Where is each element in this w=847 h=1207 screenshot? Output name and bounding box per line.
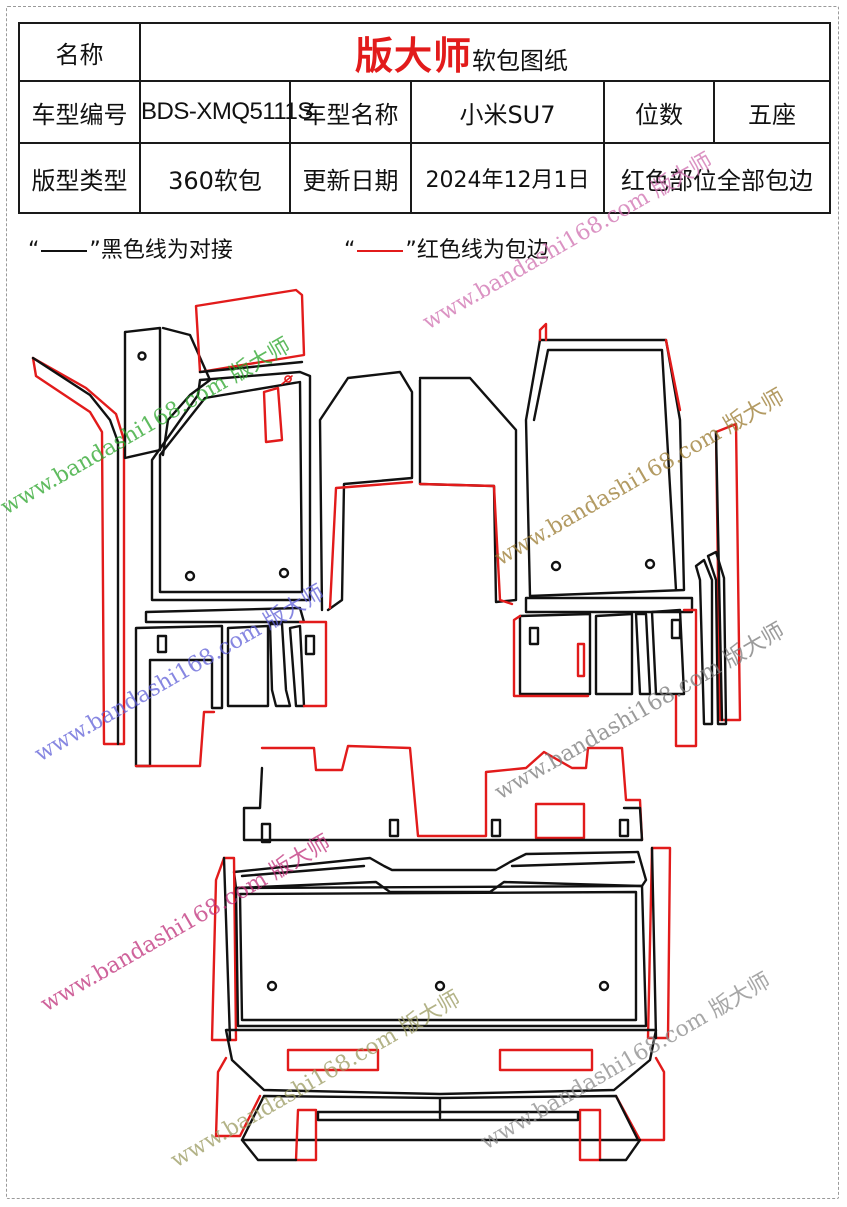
hole [184, 570, 196, 582]
type-label: 版型类型 [18, 142, 141, 214]
dashed-border [6, 6, 839, 1199]
legend-red: “ ”红色线为包边 [344, 232, 549, 264]
date-label: 更新日期 [289, 142, 412, 214]
passenger-lower-redmark [576, 642, 586, 678]
rear-left-strip-seam [222, 856, 232, 1042]
watermark-text: www.bandashi168.com 版大师 [477, 968, 776, 1155]
red-line-sample [357, 250, 404, 252]
hole [266, 980, 278, 992]
rear-left-strip [210, 856, 238, 1042]
rear-top-flap-right [534, 802, 586, 840]
hole [137, 351, 147, 361]
rear-lower-floor [224, 1028, 658, 1096]
legend-quote-close: ” [89, 238, 101, 263]
driver-lower-right [226, 624, 270, 708]
rear-lower-edge-left [214, 1056, 262, 1138]
driver-top-cowl [194, 288, 306, 374]
driver-heel-pad-mark [281, 375, 293, 385]
brand-title: 版大师 [355, 33, 473, 78]
legend-quote-open: “ [28, 238, 40, 263]
name-label: 名称 [18, 22, 141, 82]
model-name-label: 车型名称 [289, 80, 412, 144]
rear-right-strip-seam [650, 846, 658, 1040]
tunnel-left-hump [318, 370, 414, 612]
rear-lower-pad-right [498, 1048, 594, 1072]
driver-main-floor [150, 370, 312, 602]
rear-lower-pad-left [286, 1048, 380, 1072]
seats-value: 五座 [712, 80, 832, 144]
legend-red-text: 红色线为包边 [416, 238, 549, 263]
passenger-main-floor-edge [538, 322, 682, 412]
legend-black: “ ”黑色线为对接 [28, 232, 233, 264]
rear-main-floor-inner [238, 890, 638, 1022]
passenger-lower-right-edge [674, 608, 698, 748]
driver-lower-slot [156, 634, 168, 654]
passenger-side-strip [714, 422, 742, 722]
date-value: 2024年12月1日 [410, 142, 605, 214]
brand-subtitle: 软包图纸 [472, 46, 569, 75]
rear-slot [388, 818, 400, 838]
watermark-text: www.bandashi168.com 版大师 [0, 333, 295, 520]
hole [434, 980, 446, 992]
passenger-door-strips [694, 550, 728, 726]
model-code-label: 车型编号 [18, 80, 141, 144]
tunnel-right-hump-edge [418, 482, 514, 606]
driver-lower-slot [304, 634, 316, 656]
spec-row-model: 车型编号 BDS-XMQ5111S 车型名称 小米SU7 位数 五座 [18, 80, 832, 144]
hole [550, 560, 562, 572]
passenger-lower-mid [594, 608, 686, 696]
rear-main-floor [234, 884, 648, 1028]
title-cell: 版大师软包图纸 [138, 22, 832, 82]
driver-top-cowl-seam [198, 360, 304, 374]
model-name-value: 小米SU7 [410, 80, 605, 144]
passenger-lower-slot [670, 618, 682, 640]
passenger-lower-slot [528, 626, 540, 646]
driver-lower-rail [268, 622, 306, 708]
type-value: 360软包 [139, 142, 291, 214]
tunnel-left-hump-edge [328, 480, 414, 610]
black-line-sample [41, 250, 88, 252]
rear-transition-inner [240, 860, 636, 878]
legend-black-text: 黑色线为对接 [100, 238, 233, 263]
hole [598, 980, 610, 992]
spec-row-type: 版型类型 360软包 更新日期 2024年12月1日 红色部位全部包边 [18, 142, 832, 214]
rear-seat-back [242, 766, 644, 842]
rear-lower-step-edge [294, 1108, 602, 1162]
passenger-lower-left-edge [512, 614, 590, 698]
driver-side-strip [31, 356, 126, 746]
rear-slot [618, 818, 630, 838]
watermark-text: www.bandashi168.com 版大师 [491, 618, 790, 805]
spec-row-name: 名称 版大师软包图纸 [18, 22, 832, 82]
passenger-main-floor-inner [532, 348, 678, 592]
driver-lower-rail-right [298, 620, 328, 708]
watermark-text: www.bandashi168.com 版大师 [419, 148, 718, 335]
edge-note: 红色部位全部包边 [602, 142, 832, 214]
hole [644, 558, 656, 570]
watermark-text: www.bandashi168.com 版大师 [37, 830, 336, 1017]
rear-bottom-edge [240, 1138, 642, 1162]
driver-main-floor-inner [158, 380, 304, 594]
rear-bottom-strip [316, 1110, 580, 1122]
passenger-side-strip-seam [714, 430, 724, 722]
driver-lower-left-edge [134, 710, 216, 768]
seats-label: 位数 [603, 80, 715, 144]
rear-slot [490, 818, 502, 838]
spec-table: 名称 版大师软包图纸 车型编号 BDS-XMQ5111S 车型名称 小米SU7 … [18, 22, 832, 214]
rear-slot [260, 822, 272, 844]
hole [278, 567, 290, 579]
rear-right-strip [646, 846, 672, 1040]
legend-quote-close: ” [405, 238, 417, 263]
passenger-lower-band [524, 596, 694, 614]
model-code-value: BDS-XMQ5111S [139, 80, 313, 144]
driver-heel-pad [262, 386, 284, 444]
legend-quote-open: “ [344, 238, 356, 263]
passenger-lower-left [518, 612, 592, 696]
rear-top-flap [260, 744, 644, 842]
driver-side-strip-seam [31, 356, 120, 746]
